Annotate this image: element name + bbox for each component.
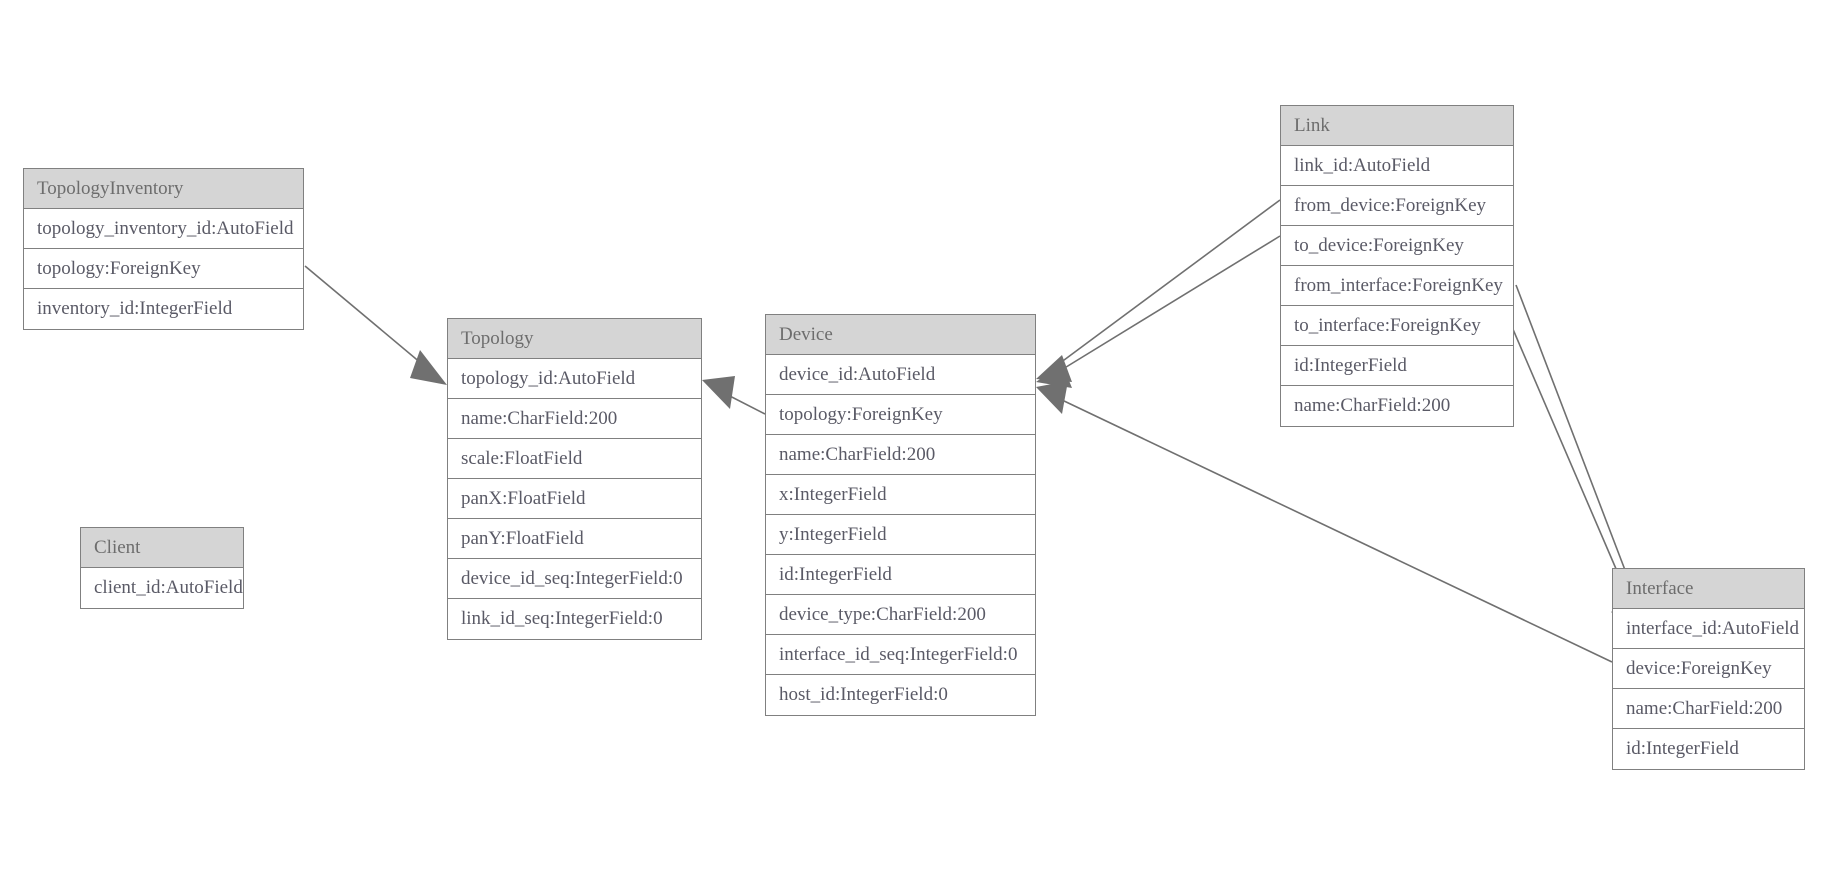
field-link-to-interface: to_interface:ForeignKey [1281, 306, 1513, 346]
entity-interface[interactable]: Interface interface_id:AutoField device:… [1612, 568, 1805, 770]
field-link-name: name:CharField:200 [1281, 386, 1513, 426]
field-topology-name: name:CharField:200 [448, 399, 701, 439]
entity-link[interactable]: Link link_id:AutoField from_device:Forei… [1280, 105, 1514, 427]
field-link-id-int: id:IntegerField [1281, 346, 1513, 386]
edge-device-to-topology [702, 376, 766, 415]
field-interface-device-fk: device:ForeignKey [1613, 649, 1804, 689]
field-topology-scale: scale:FloatField [448, 439, 701, 479]
field-device-interface-id-seq: interface_id_seq:IntegerField:0 [766, 635, 1035, 675]
edge-link-to-device-to-device [1036, 235, 1281, 388]
edge-topologyinventory-to-topology [304, 265, 447, 385]
field-topology-panx: panX:FloatField [448, 479, 701, 519]
entity-topologyinventory[interactable]: TopologyInventory topology_inventory_id:… [23, 168, 304, 330]
entity-device[interactable]: Device device_id:AutoField topology:Fore… [765, 314, 1036, 716]
field-topology-id: topology_id:AutoField [448, 359, 701, 399]
field-interface-id: interface_id:AutoField [1613, 609, 1804, 649]
entity-title-client: Client [81, 528, 243, 568]
edge-link-from-device-to-device [1036, 199, 1281, 382]
entity-title-interface: Interface [1613, 569, 1804, 609]
field-link-from-device: from_device:ForeignKey [1281, 186, 1513, 226]
field-device-id-int: id:IntegerField [766, 555, 1035, 595]
field-topology-device-id-seq: device_id_seq:IntegerField:0 [448, 559, 701, 599]
field-topology-inventory-id: topology_inventory_id:AutoField [24, 209, 303, 249]
entity-title-topologyinventory: TopologyInventory [24, 169, 303, 209]
field-link-to-device: to_device:ForeignKey [1281, 226, 1513, 266]
field-link-id: link_id:AutoField [1281, 146, 1513, 186]
field-interface-id-int: id:IntegerField [1613, 729, 1804, 769]
field-device-host-id: host_id:IntegerField:0 [766, 675, 1035, 715]
field-device-topology-fk: topology:ForeignKey [766, 395, 1035, 435]
field-client-id: client_id:AutoField [81, 568, 243, 608]
field-inventory-id: inventory_id:IntegerField [24, 289, 303, 329]
entity-topology[interactable]: Topology topology_id:AutoField name:Char… [447, 318, 702, 640]
field-interface-name: name:CharField:200 [1613, 689, 1804, 729]
entity-client[interactable]: Client client_id:AutoField [80, 527, 244, 609]
field-device-id: device_id:AutoField [766, 355, 1035, 395]
field-device-type: device_type:CharField:200 [766, 595, 1035, 635]
entity-title-link: Link [1281, 106, 1513, 146]
field-device-name: name:CharField:200 [766, 435, 1035, 475]
field-device-x: x:IntegerField [766, 475, 1035, 515]
field-topology-fk: topology:ForeignKey [24, 249, 303, 289]
entity-title-device: Device [766, 315, 1035, 355]
field-device-y: y:IntegerField [766, 515, 1035, 555]
field-link-from-interface: from_interface:ForeignKey [1281, 266, 1513, 306]
entity-title-topology: Topology [448, 319, 701, 359]
field-topology-link-id-seq: link_id_seq:IntegerField:0 [448, 599, 701, 639]
field-topology-pany: panY:FloatField [448, 519, 701, 559]
